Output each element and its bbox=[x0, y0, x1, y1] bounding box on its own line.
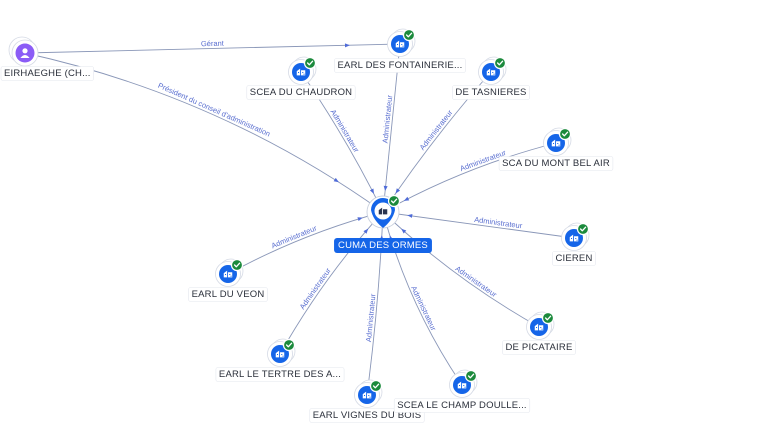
node-label-group: EARL DU VEON bbox=[188, 287, 268, 302]
node-label-bg bbox=[452, 85, 530, 100]
node-label-bg bbox=[393, 398, 531, 413]
node-label-group: EARL LE TERTRE DES A... bbox=[215, 367, 345, 382]
node-label: EARL VIGNES DU BOIS bbox=[313, 410, 422, 421]
center-label-group: CUMA DES ORMES bbox=[334, 238, 432, 253]
edge-label: Administrateur bbox=[270, 223, 319, 250]
node-label-bg bbox=[0, 66, 94, 81]
company-icon bbox=[569, 234, 579, 242]
company-icon bbox=[551, 139, 561, 147]
node-label-bg bbox=[215, 367, 345, 382]
edge-arrow bbox=[383, 185, 388, 191]
node-label-bg bbox=[246, 85, 356, 100]
edge-arrow bbox=[403, 196, 410, 201]
edge-line bbox=[366, 211, 384, 396]
node-label-bg bbox=[552, 251, 596, 266]
check-badge-icon bbox=[558, 127, 572, 141]
company-icon bbox=[395, 40, 405, 48]
node-label-group: SCEA LE CHAMP DOULLE... bbox=[393, 398, 531, 413]
check-badge-icon bbox=[230, 258, 244, 272]
edge-line bbox=[24, 43, 401, 54]
node-label-group: EARL DES FONTAINERIE... bbox=[334, 58, 466, 73]
edge-montbelair-center[interactable]: Administrateur bbox=[382, 142, 557, 213]
node-label: EARL DES FONTAINERIE... bbox=[338, 60, 463, 71]
node-label-bg bbox=[334, 58, 466, 73]
edge-champ-center[interactable]: Administrateur bbox=[382, 211, 463, 386]
edge-arrow bbox=[369, 188, 374, 194]
check-badge-icon bbox=[493, 56, 507, 70]
check-badge-icon bbox=[402, 28, 416, 42]
check-badge-icon bbox=[303, 56, 317, 70]
edge-line bbox=[382, 211, 575, 239]
edge-arrow bbox=[333, 177, 339, 183]
node-label-group: SCEA DU CHAUDRON bbox=[246, 85, 356, 100]
edge-arrow bbox=[344, 43, 350, 48]
edge-arrow bbox=[401, 228, 407, 234]
edge-line bbox=[382, 211, 463, 386]
node-label-group: DE TASNIERES bbox=[452, 85, 530, 100]
person-node[interactable]: EIRHAEGHE (CH... bbox=[0, 36, 94, 81]
node-label: DE PICATAIRE bbox=[506, 342, 573, 353]
node-label-group: DE PICATAIRE bbox=[502, 340, 576, 355]
node-label: CIEREN bbox=[555, 253, 592, 264]
node-label: DE TASNIERES bbox=[455, 87, 526, 98]
edge-arrow bbox=[407, 213, 413, 218]
check-badge-icon bbox=[387, 194, 401, 208]
edge-arrow bbox=[395, 188, 401, 194]
company-icon bbox=[378, 207, 388, 215]
node-label: EARL LE TERTRE DES A... bbox=[219, 369, 341, 380]
check-badge-icon bbox=[576, 222, 590, 236]
node-label: EARL DU VEON bbox=[192, 289, 265, 300]
edge-line bbox=[382, 211, 540, 328]
node-label-group: EIRHAEGHE (CH... bbox=[0, 66, 94, 81]
company-node-fontaineries[interactable]: EARL DES FONTAINERIE... bbox=[334, 28, 466, 73]
node-label-bg bbox=[498, 156, 614, 171]
edge-label: Administrateur bbox=[329, 108, 362, 155]
edge-line bbox=[279, 211, 384, 355]
edge-label: Gérant bbox=[201, 39, 225, 49]
node-label-bg bbox=[502, 340, 576, 355]
edge-label: Administrateur bbox=[298, 266, 333, 311]
company-node-champ[interactable]: SCEA LE CHAMP DOULLE... bbox=[393, 369, 531, 413]
company-node-montbelair[interactable]: SCA DU MONT BEL AIR bbox=[498, 127, 614, 171]
company-node-veon[interactable]: EARL DU VEON bbox=[188, 258, 268, 302]
check-badge-icon bbox=[464, 369, 478, 383]
person-icon bbox=[20, 48, 30, 58]
edge-line bbox=[382, 142, 557, 213]
company-node-tasnieres[interactable]: DE TASNIERES bbox=[452, 56, 530, 100]
center-label: CUMA DES ORMES bbox=[338, 240, 428, 251]
edge-cieren-center[interactable]: Administrateur bbox=[382, 211, 575, 239]
node-label: SCEA LE CHAMP DOULLE... bbox=[397, 400, 527, 411]
check-badge-icon bbox=[282, 338, 296, 352]
nodes-layer: EARL DES FONTAINERIE... SCEA DU CHAUDRON D… bbox=[0, 28, 614, 423]
edge-arrow bbox=[357, 217, 363, 222]
center-node[interactable]: CUMA DES ORMES bbox=[334, 194, 432, 254]
company-node-cieren[interactable]: CIEREN bbox=[552, 222, 596, 266]
company-node-picataire[interactable]: DE PICATAIRE bbox=[502, 311, 576, 355]
node-label: SCEA DU CHAUDRON bbox=[250, 87, 352, 98]
check-badge-icon bbox=[369, 379, 383, 393]
edge-label: Administrateur bbox=[454, 264, 499, 299]
company-node-tertre[interactable]: EARL LE TERTRE DES A... bbox=[215, 338, 345, 382]
node-label-bg bbox=[188, 287, 268, 302]
edge-arrow bbox=[363, 228, 369, 234]
edge-line bbox=[227, 211, 384, 275]
check-badge-icon bbox=[541, 311, 555, 325]
node-label: SCA DU MONT BEL AIR bbox=[502, 158, 610, 169]
company-icon bbox=[486, 68, 496, 76]
edge-person-fontaineries[interactable]: Gérant bbox=[24, 39, 401, 54]
node-label-group: SCA DU MONT BEL AIR bbox=[498, 156, 614, 171]
edge-vignes-center[interactable]: Administrateur bbox=[364, 211, 384, 396]
edge-label: Administrateur bbox=[409, 285, 438, 333]
edge-label: Administrateur bbox=[418, 108, 455, 152]
company-node-chaudron[interactable]: SCEA DU CHAUDRON bbox=[246, 56, 356, 100]
edge-line bbox=[24, 52, 384, 213]
node-label-group: CIEREN bbox=[552, 251, 596, 266]
center-label-bg bbox=[334, 238, 432, 253]
node-label: EIRHAEGHE (CH... bbox=[4, 68, 91, 79]
company-icon bbox=[296, 68, 306, 76]
